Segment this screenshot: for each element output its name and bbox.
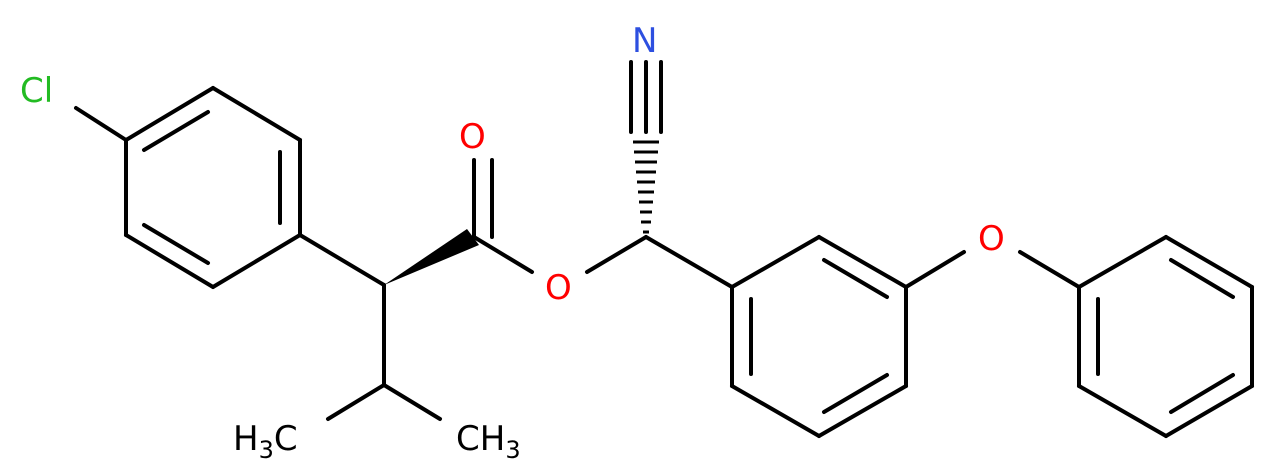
bond [382,383,442,421]
phenyl-ring [1077,235,1254,438]
bond [211,86,302,142]
bond [817,384,908,438]
hashed-bond [633,140,659,234]
bond [644,235,734,289]
chlorophenyl-ring [124,86,302,289]
ester-oxygen-label: O [545,268,572,308]
bond [124,86,215,142]
bond-c-cl [74,106,128,142]
bond [1018,250,1081,289]
bond [298,233,386,287]
bond-double-inner [142,110,210,152]
bond-double-inner [142,223,210,265]
methyl-right-label: CH3 [456,419,521,464]
carbonyl-oxygen-label: O [459,117,486,157]
bond [904,250,966,289]
bond [817,235,908,289]
bond [326,383,386,421]
phenoxyphenyl-ring [730,235,908,438]
bond-double-inner [1169,373,1235,414]
bond [124,233,215,289]
methyl-right-sub: 3 [505,436,520,464]
methyl-left-sub: 3 [259,436,274,464]
bond [1164,235,1254,289]
methyl-left-h: H [233,419,259,459]
ether-oxygen-label: O [978,219,1005,259]
bond [1077,235,1168,289]
methyl-left-label: H3C [233,419,298,464]
chlorine-label: Cl [20,71,53,111]
bond [1077,384,1168,438]
bond [472,235,534,274]
nitrogen-label: N [632,21,657,61]
bond [730,384,821,438]
wedge-bond [384,229,479,285]
bond [730,235,821,289]
methyl-right-ch: CH [456,419,505,459]
bond [1164,384,1254,438]
bond-double-inner [822,258,889,299]
bond [211,233,302,289]
bond-double-inner [1169,258,1235,299]
bond-double-inner [822,373,889,414]
bond [585,235,648,274]
methyl-left-c: C [274,419,298,459]
